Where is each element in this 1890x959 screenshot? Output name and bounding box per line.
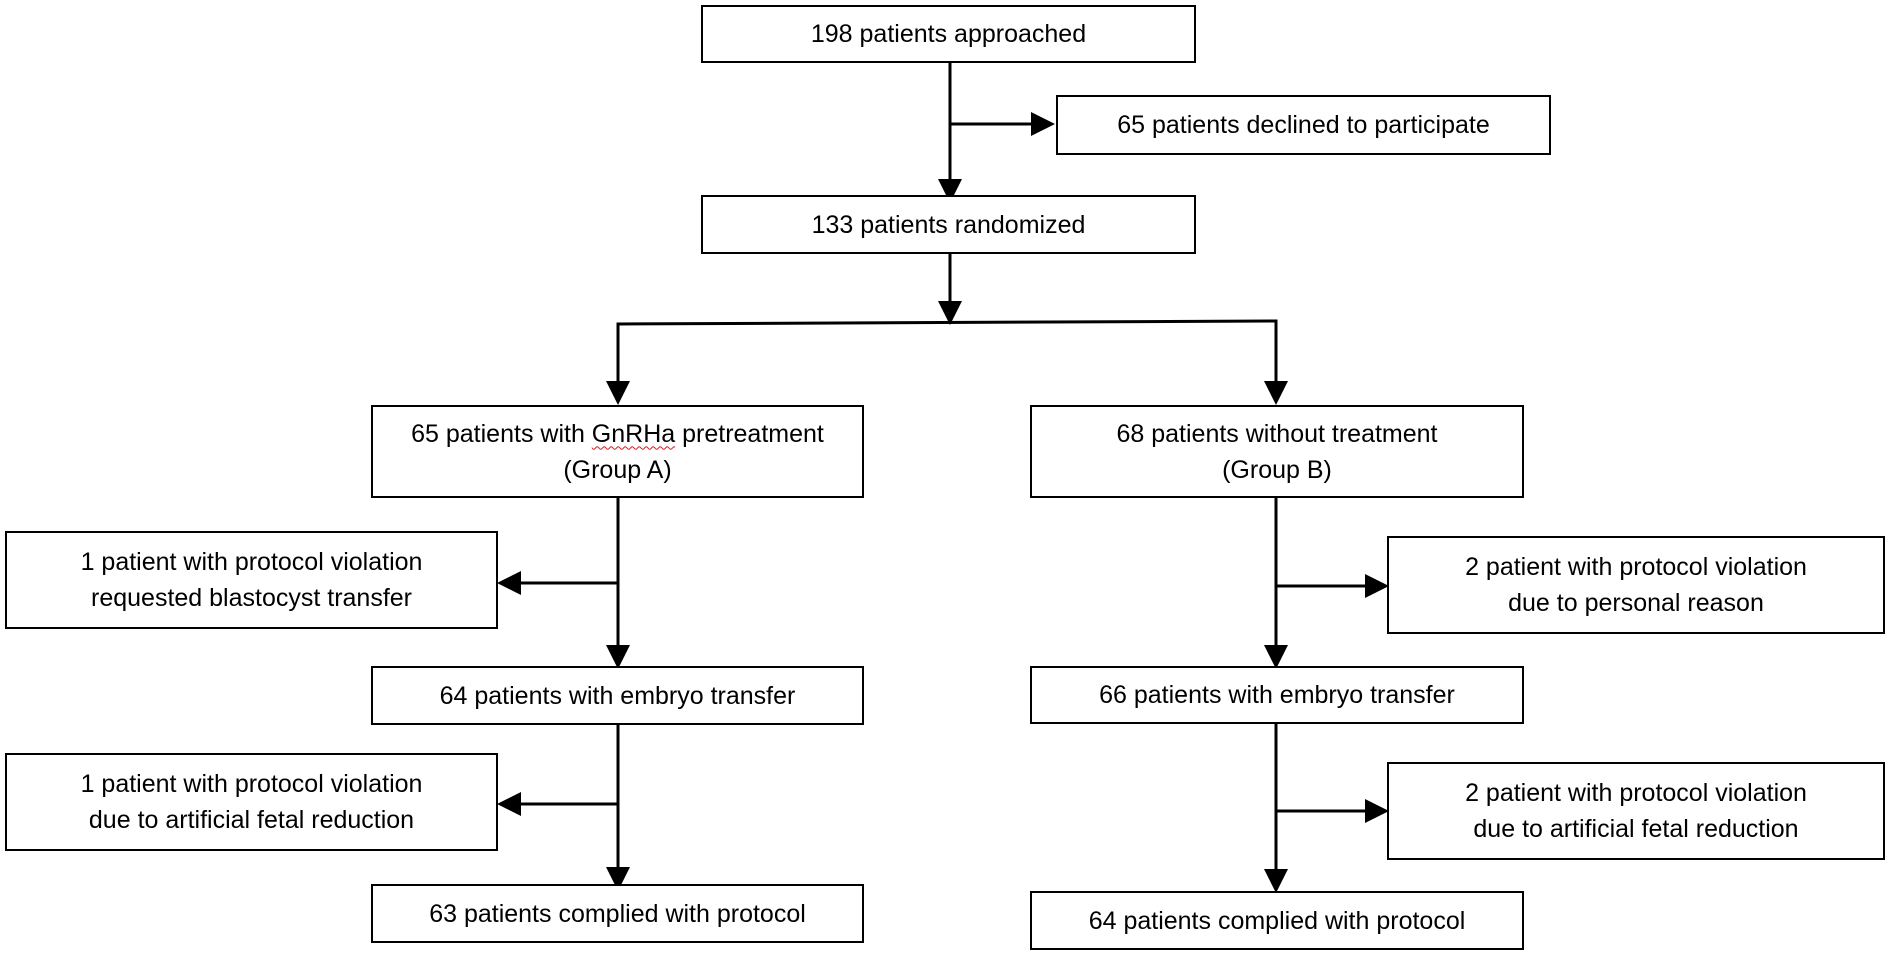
group-a-embryo-transfer-text: 64 patients with embryo transfer — [439, 681, 796, 710]
declined-text: 65 patients declined to participate — [1117, 111, 1490, 139]
box-group-b-violation-2: 2 patient with protocol violation due to… — [1387, 762, 1885, 860]
group-a-label: (Group A) — [563, 455, 672, 484]
box-group-a-violation-1: 1 patient with protocol violation reques… — [5, 531, 498, 629]
approached-text: 198 patients approached — [810, 20, 1087, 48]
box-patients-randomized: 133 patients randomized — [701, 195, 1196, 254]
box-group-b-violation-1: 2 patient with protocol violation due to… — [1387, 536, 1885, 634]
group-b-embryo-transfer-text: 66 patients with embryo transfer — [1099, 681, 1455, 709]
box-group-b-complied: 64 patients complied with protocol — [1030, 891, 1524, 950]
group-b-label: (Group B) — [1222, 455, 1332, 484]
group-a-violation-1-line1: 1 patient with protocol violation — [80, 548, 423, 576]
box-group-a-embryo-transfer: 64 patients with embryo transfer — [371, 666, 864, 725]
split-branch-line — [616, 319, 1278, 402]
group-b-violation-1-line1: 2 patient with protocol violation — [1465, 553, 1807, 581]
group-b-title: 68 patients without treatment — [1116, 419, 1438, 448]
box-patients-declined: 65 patients declined to participate — [1056, 95, 1551, 155]
gnrha-term: GnRHa — [591, 419, 676, 448]
box-group-a: 65 patients with GnRHa pretreatment (Gro… — [371, 405, 864, 498]
box-patients-approached: 198 patients approached — [701, 5, 1196, 63]
group-a-violation-2-line2: due to artificial fetal reduction — [88, 806, 415, 834]
group-a-title: 65 patients with GnRHa pretreatment — [411, 419, 824, 448]
group-b-violation-2-line2: due to artificial fetal reduction — [1473, 815, 1799, 843]
group-b-violation-1-line2: due to personal reason — [1508, 589, 1764, 617]
box-group-a-violation-2: 1 patient with protocol violation due to… — [5, 753, 498, 851]
group-a-complied-text: 63 patients complied with protocol — [429, 899, 806, 928]
box-group-a-complied: 63 patients complied with protocol — [371, 884, 864, 943]
group-a-violation-2-line1: 1 patient with protocol violation — [80, 770, 423, 798]
group-b-complied-text: 64 patients complied with protocol — [1088, 906, 1466, 935]
group-b-violation-2-line1: 2 patient with protocol violation — [1465, 779, 1807, 807]
box-group-b-embryo-transfer: 66 patients with embryo transfer — [1030, 666, 1524, 724]
randomized-text: 133 patients randomized — [811, 210, 1086, 239]
group-a-violation-1-line2: requested blastocyst transfer — [91, 584, 412, 612]
box-group-b: 68 patients without treatment (Group B) — [1030, 405, 1524, 498]
